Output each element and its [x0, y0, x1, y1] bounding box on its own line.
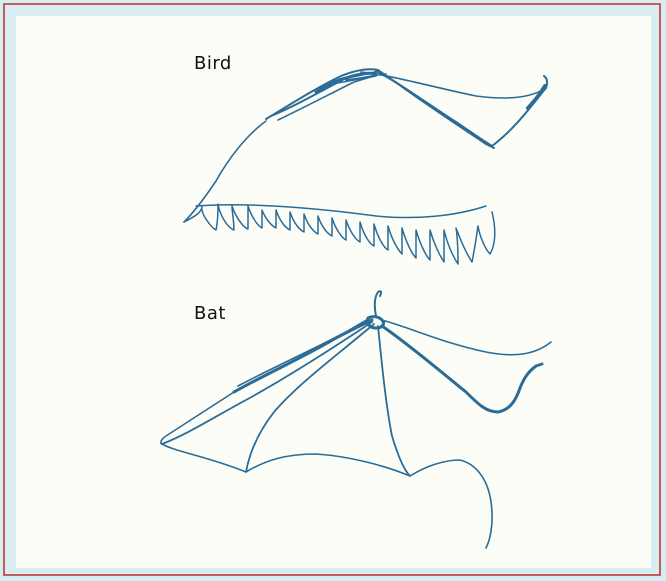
bat-wing-illustration [161, 291, 551, 548]
bird-wing-feathers [184, 204, 495, 264]
bat-wing-forearm [234, 320, 372, 392]
bat-wing-membrane-edge [162, 444, 492, 548]
bat-wing-finger-3 [378, 326, 410, 476]
bird-wing-feather-base [196, 205, 486, 218]
wing-comparison-drawing [16, 16, 651, 568]
bird-wing-hand [492, 76, 547, 146]
bat-wing-upper-arm [382, 320, 551, 355]
bat-wing-forearm-upper [238, 318, 370, 386]
bat-wing-upper-arm-bone [382, 326, 542, 412]
bird-wing-upper-edge [361, 72, 546, 98]
bird-wing-illustration [184, 69, 547, 264]
bird-wing-trailing-body [184, 121, 266, 222]
bat-wing-thumb [375, 291, 381, 316]
bat-wing-finger-1 [162, 322, 372, 444]
figure-panel: Bird Bat [16, 16, 651, 568]
bat-wing-finger-2 [246, 324, 374, 472]
bat-wing-leading-tip [161, 392, 234, 444]
bird-wing-forearm [376, 71, 492, 146]
figure-frame: Bird Bat [3, 3, 661, 576]
